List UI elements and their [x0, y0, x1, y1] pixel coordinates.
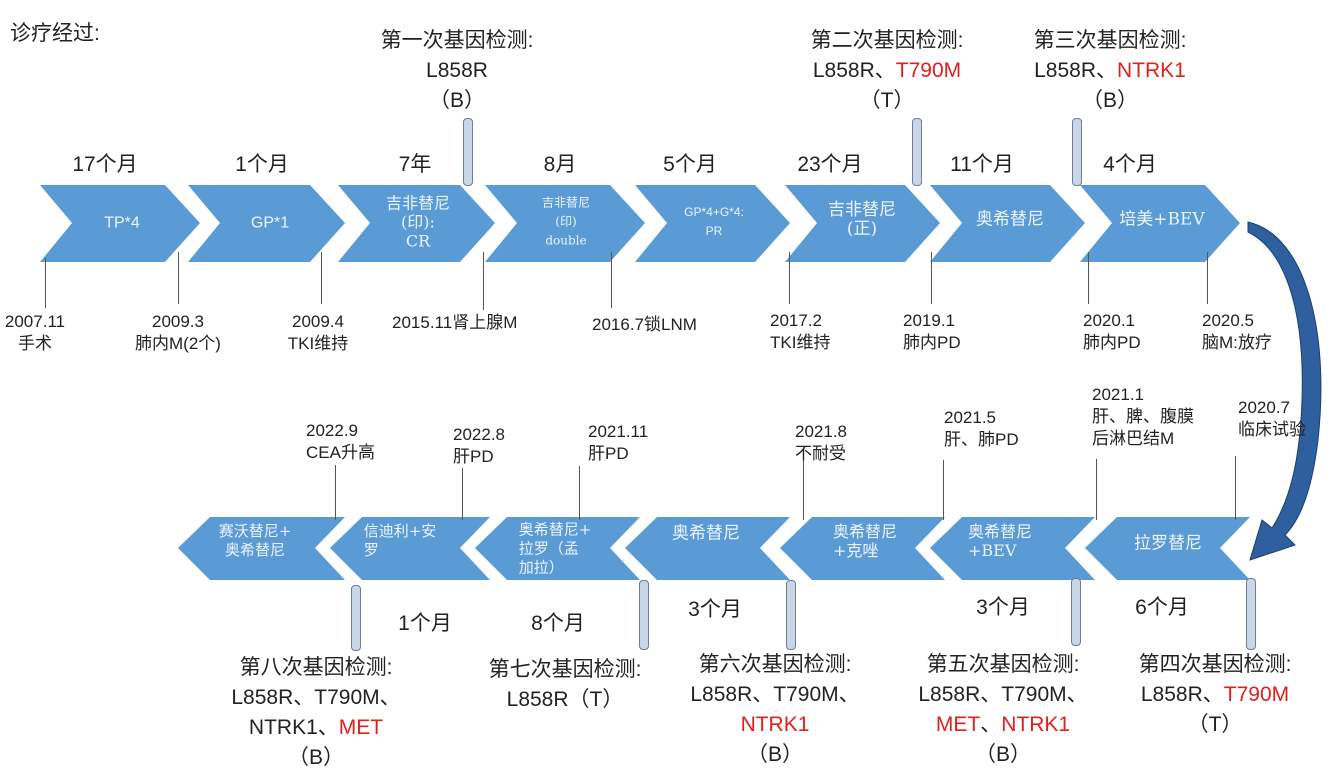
event-label: 2015.11肾上腺M: [392, 313, 518, 332]
gene-test-marker: [639, 580, 649, 650]
chevron: [1080, 185, 1240, 262]
treatment-label: TP*4: [104, 214, 140, 232]
event-tick-line: [611, 252, 612, 308]
duration-label: 3个月: [688, 598, 742, 621]
gene-test-4: 第四次基因检测:L858R、T790M（T）: [1138, 653, 1292, 736]
gene-test-6: 第六次基因检测:L858R、T790M、NTRK1（B）: [690, 653, 860, 766]
gene-test-marker: [786, 580, 796, 650]
treatment-label: 吉非替尼(印):CR: [385, 193, 451, 251]
gene-test-2: 第二次基因检测:L858R、T790M（T）: [810, 29, 964, 112]
duration-label: 17个月: [72, 153, 138, 176]
duration-label: 3个月: [976, 596, 1030, 619]
duration-label: 8个月: [531, 612, 585, 635]
gene-test-marker: [1071, 578, 1081, 646]
event-tick-line: [1235, 456, 1236, 520]
chevron: [330, 517, 490, 580]
duration-label: 5个月: [663, 153, 717, 176]
gene-test-marker: [912, 118, 922, 186]
treatment-label: 奥希替尼+BEV: [967, 522, 1033, 560]
event-tick-line: [483, 252, 484, 310]
gene-test-marker: [351, 585, 361, 651]
bottom-chevrons: [178, 517, 1250, 580]
chevron: [485, 185, 645, 262]
event-tick-line: [931, 252, 932, 304]
treatment-label: 奥希替尼: [672, 523, 740, 544]
gene-test-7: 第七次基因检测:L858R（T）: [488, 658, 642, 711]
gene-test-1: 第一次基因检测:L858R（B）: [380, 29, 534, 112]
event-tick-line: [579, 466, 580, 520]
duration-label: 6个月: [1135, 596, 1189, 619]
page-title: 诊疗经过:: [10, 22, 100, 45]
treatment-label: 信迪利+安罗: [363, 522, 437, 559]
treatment-label: 奥希替尼: [976, 209, 1044, 230]
chevron: [780, 517, 945, 580]
duration-label: 4个月: [1103, 153, 1157, 176]
event-tick-line: [321, 252, 322, 304]
treatment-label: 奥希替尼+克唑: [832, 522, 898, 560]
event-tick-line: [462, 468, 463, 520]
duration-label: 8月: [543, 153, 577, 176]
event-tick-line: [1096, 459, 1097, 520]
chevron: [1085, 517, 1250, 580]
treatment-label: 吉非替尼(印)double: [541, 195, 591, 248]
chevron: [785, 185, 940, 262]
event-tick-line: [1207, 252, 1208, 304]
event-tick-line: [178, 252, 179, 304]
event-tick-line: [789, 252, 790, 304]
chevron: [635, 185, 790, 262]
chevron: [930, 517, 1095, 580]
treatment-label: 奥希替尼+拉罗（孟加拉）: [518, 520, 592, 577]
treatment-label: GP*4+G*4:PR: [684, 205, 744, 238]
treatment-label: 培美+BEV: [1119, 209, 1205, 230]
event-tick-line: [943, 460, 944, 520]
event-tick-line: [803, 458, 804, 520]
treatment-label: 吉非替尼(正): [828, 200, 896, 239]
gene-test-marker: [1246, 578, 1256, 650]
gene-test-marker: [463, 118, 473, 186]
chevron: [178, 517, 345, 580]
duration-label: 7年: [398, 153, 432, 176]
treatment-label: 赛沃替尼+奥希替尼: [218, 522, 292, 559]
gene-test-marker: [1072, 118, 1082, 186]
chevron: [40, 185, 200, 262]
duration-label: 11个月: [950, 153, 1014, 176]
top-chevrons: [40, 185, 1240, 262]
treatment-label: 拉罗替尼: [1134, 533, 1202, 554]
gene-test-8: 第八次基因检测:L858R、T790M、NTRK1、MET（B）: [231, 656, 401, 769]
duration-label: 1个月: [235, 153, 289, 176]
event-tick-line: [335, 465, 336, 520]
treatment-label: GP*1: [250, 214, 290, 232]
chevron: [338, 185, 495, 262]
event-tick-line: [45, 258, 46, 308]
chevron: [930, 185, 1085, 262]
chevron: [625, 517, 790, 580]
duration-label: 1个月: [398, 612, 452, 635]
curved-arrow: [1247, 221, 1322, 561]
duration-label: 23个月: [797, 153, 863, 176]
gene-test-3: 第三次基因检测:L858R、NTRK1（B）: [1033, 29, 1187, 112]
gene-test-5: 第五次基因检测:L858R、T790M、MET、NTRK1（B）: [918, 653, 1088, 766]
chevron: [475, 517, 640, 580]
chevron: [188, 185, 345, 262]
event-label: 2016.7锁LNM: [592, 315, 697, 334]
event-tick-line: [1088, 252, 1089, 304]
